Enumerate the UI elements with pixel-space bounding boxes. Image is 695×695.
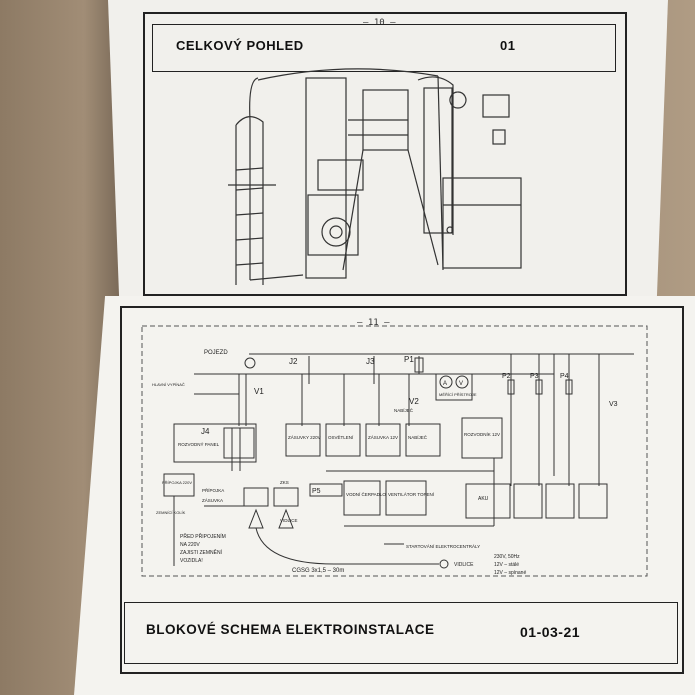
label-p3: P3 [530,373,539,380]
box-ventilator: VENTILÁTOR TOPENÍ [388,491,435,497]
top-page-code: 01 [500,38,516,53]
label-hlavni-vypinac: HLAVNÍ VYPÍNAČ [152,382,185,387]
starter-label: STARTOVÁNÍ ELEKTROCENTRÁLY [406,543,480,549]
bottom-page-title: BLOKOVÉ SCHEMA ELEKTROINSTALACE [146,622,435,637]
label-p4: P4 [560,373,569,380]
label-v2-sub: NABÍJEČ [394,407,414,413]
label-meter-a: A [443,381,447,387]
top-page: – 10 – CELKOVÝ POHLED 01 [108,0,668,300]
bottom-title-box [124,602,678,664]
label-zasuvka: ZÁSUVKA [202,497,223,503]
label-p5: P5 [312,488,321,495]
label-v3: V3 [609,401,618,408]
box-nabijec: NABÍJEČ [408,434,428,440]
bottom-page-frame [120,306,684,674]
top-page-frame [143,12,627,296]
box-aku: AKU [478,496,489,502]
label-zemnici-kolik: ZEMNÍCÍ KOLÍK [156,510,186,515]
vidlice-label: VIDLICE [454,562,474,568]
label-vidlice-mid: VIDLICE [280,518,298,523]
top-title-box [152,24,616,72]
label-j2: J2 [289,357,298,366]
label-j3: J3 [366,357,375,366]
legend-line-1: 230V, 50Hz [494,554,520,560]
label-pripojka: PŘÍPOJKA [202,486,224,493]
box-zasuvka-12: ZÁSUVKA 12V [368,434,398,440]
note-line-3: ZAJISTI ZEMNĚNÍ [180,548,223,556]
legend-line-2: 12V – stálé [494,562,519,568]
label-p2: P2 [502,373,511,380]
label-p1: P1 [404,355,414,364]
wiring-block-diagram: POJEZD J2 J3 P1 V1 V2 NABÍJEČ J4 ROZVODN… [141,325,648,577]
box-osvetleni: OSVĚTLENÍ [328,433,354,440]
note-line-2: NA 220V [180,542,200,548]
top-page-number: – 10 – [363,18,396,28]
legend-line-3: 12V – spínané [494,570,526,576]
bottom-page: – 11 – BLOKOVÉ SCHEMA ELEKTROINSTALACE 0… [74,296,695,695]
label-pripojka-220: PŘÍPOJKA 220V [162,480,192,485]
note-line-1: PŘED PŘIPOJENÍM [180,532,226,540]
top-page-title: CELKOVÝ POHLED [176,38,304,53]
label-v2: V2 [409,397,419,406]
note-line-4: VOZIDLA! [180,558,203,564]
label-zks: ZKS [280,480,289,485]
label-j4: J4 [201,427,210,436]
label-meter-v: V [459,381,463,387]
box-rozvodnik: ROZVODNÍK 12V [464,431,500,437]
label-pojezd: POJEZD [204,350,228,356]
box-zasuvky: ZÁSUVKY 220V [288,434,321,440]
label-j4-sub: ROZVODNÝ PANEL [178,441,220,447]
bottom-page-code: 01-03-21 [520,624,581,640]
box-vodni-cerpadlo: VODNÍ ČERPADLO [346,491,386,497]
bottom-page-number: – 11 – [357,318,390,328]
interior-overview-drawing [228,68,522,285]
label-v1: V1 [254,387,264,396]
label-meters-sub: MĚŘÍCÍ PŘÍSTROJE [439,392,477,397]
cable-label: CGSG 3x1,5 – 30m [292,568,344,574]
